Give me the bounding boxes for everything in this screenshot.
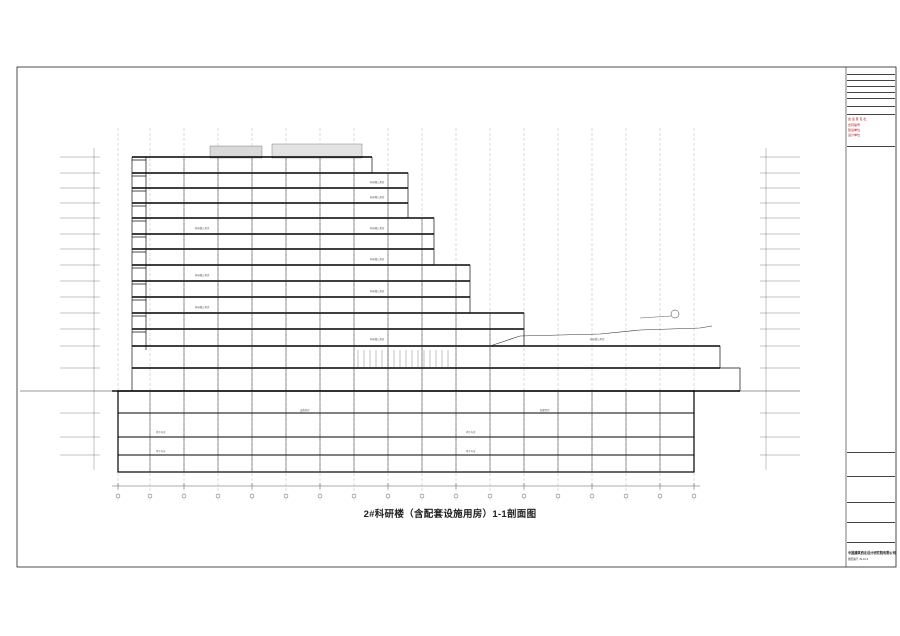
title-block-row (847, 518, 895, 523)
room-label: 地下车库 (156, 449, 166, 453)
detail-callout-bubble (670, 309, 680, 319)
room-label: 地下车库 (156, 430, 166, 434)
room-labels: 科研楼公用房 科研楼公用房 科研楼公用房 科研楼公用房 科研楼公用房 科研楼公用… (156, 180, 605, 453)
stamp-line: 建设单位 (848, 128, 861, 132)
stamp-line: 合同编号 (848, 123, 861, 127)
title-block-row (847, 142, 895, 147)
basement-slabs (118, 412, 694, 456)
level-markers-left (60, 148, 100, 470)
title-block-row (847, 106, 895, 115)
room-label: 设备用房 (300, 408, 310, 412)
tower-stepped-profile (371, 157, 741, 391)
page-reference: 图纸编号 JS-10-0 (848, 558, 869, 561)
tower-columns (183, 157, 491, 391)
title-block-row (847, 86, 895, 93)
title-block-row (847, 498, 895, 503)
basement-outline (117, 390, 695, 473)
room-label: 科研楼公用房 (370, 180, 385, 184)
title-block-row (847, 538, 895, 543)
room-label: 科研楼公用房 (370, 195, 385, 199)
room-label: 科研楼公用房 (370, 226, 385, 230)
podium-ramp (489, 325, 713, 347)
drawing-title: 2#科研楼（含配套设施用房）1-1剖面图 (363, 509, 537, 520)
dimension-ticks (117, 483, 695, 489)
title-block-row (847, 98, 895, 107)
title-block-row (847, 472, 895, 477)
room-label: 科研楼公用房 (195, 226, 210, 230)
room-label: 科研楼公用房 (195, 305, 210, 309)
title-block-row (847, 80, 895, 87)
room-label: 地下车库 (466, 430, 476, 434)
room-label: 科研楼公用房 (370, 337, 385, 341)
room-label: 地下车库 (466, 449, 476, 453)
roof-equipment-left (209, 145, 263, 159)
roof-equipment-right (271, 143, 363, 159)
stamp-line: 设计单位 (848, 133, 861, 137)
room-label: 科研楼公用房 (370, 257, 385, 261)
grid-axis-bubbles (115, 493, 697, 499)
title-block-row (847, 92, 895, 99)
room-label: 科研楼公用房 (195, 273, 210, 277)
west-facade-stair (132, 157, 147, 350)
level-markers-right (760, 148, 800, 470)
room-label: 科研楼公用房 (370, 289, 385, 293)
room-label: 配套用房 (540, 408, 550, 412)
detail-callout-leader (639, 315, 672, 319)
title-block-row (847, 448, 895, 453)
basement-columns (149, 391, 661, 472)
stamp-line: 会 签 意 见 栏 (848, 117, 867, 121)
drawing-frame (16, 66, 897, 568)
title-block: 会 签 意 见 栏 合同编号 建设单位 设计单位 中国建筑西北设计研究院有限公司… (847, 68, 896, 567)
grid-axes (117, 128, 695, 500)
room-label: 科研楼公用房 (590, 337, 605, 341)
title-block-row (847, 74, 895, 81)
title-block-row (847, 68, 895, 75)
podium-curtain-wall (357, 350, 449, 368)
company-name: 中国建筑西北设计研究院有限公司 (848, 551, 896, 555)
